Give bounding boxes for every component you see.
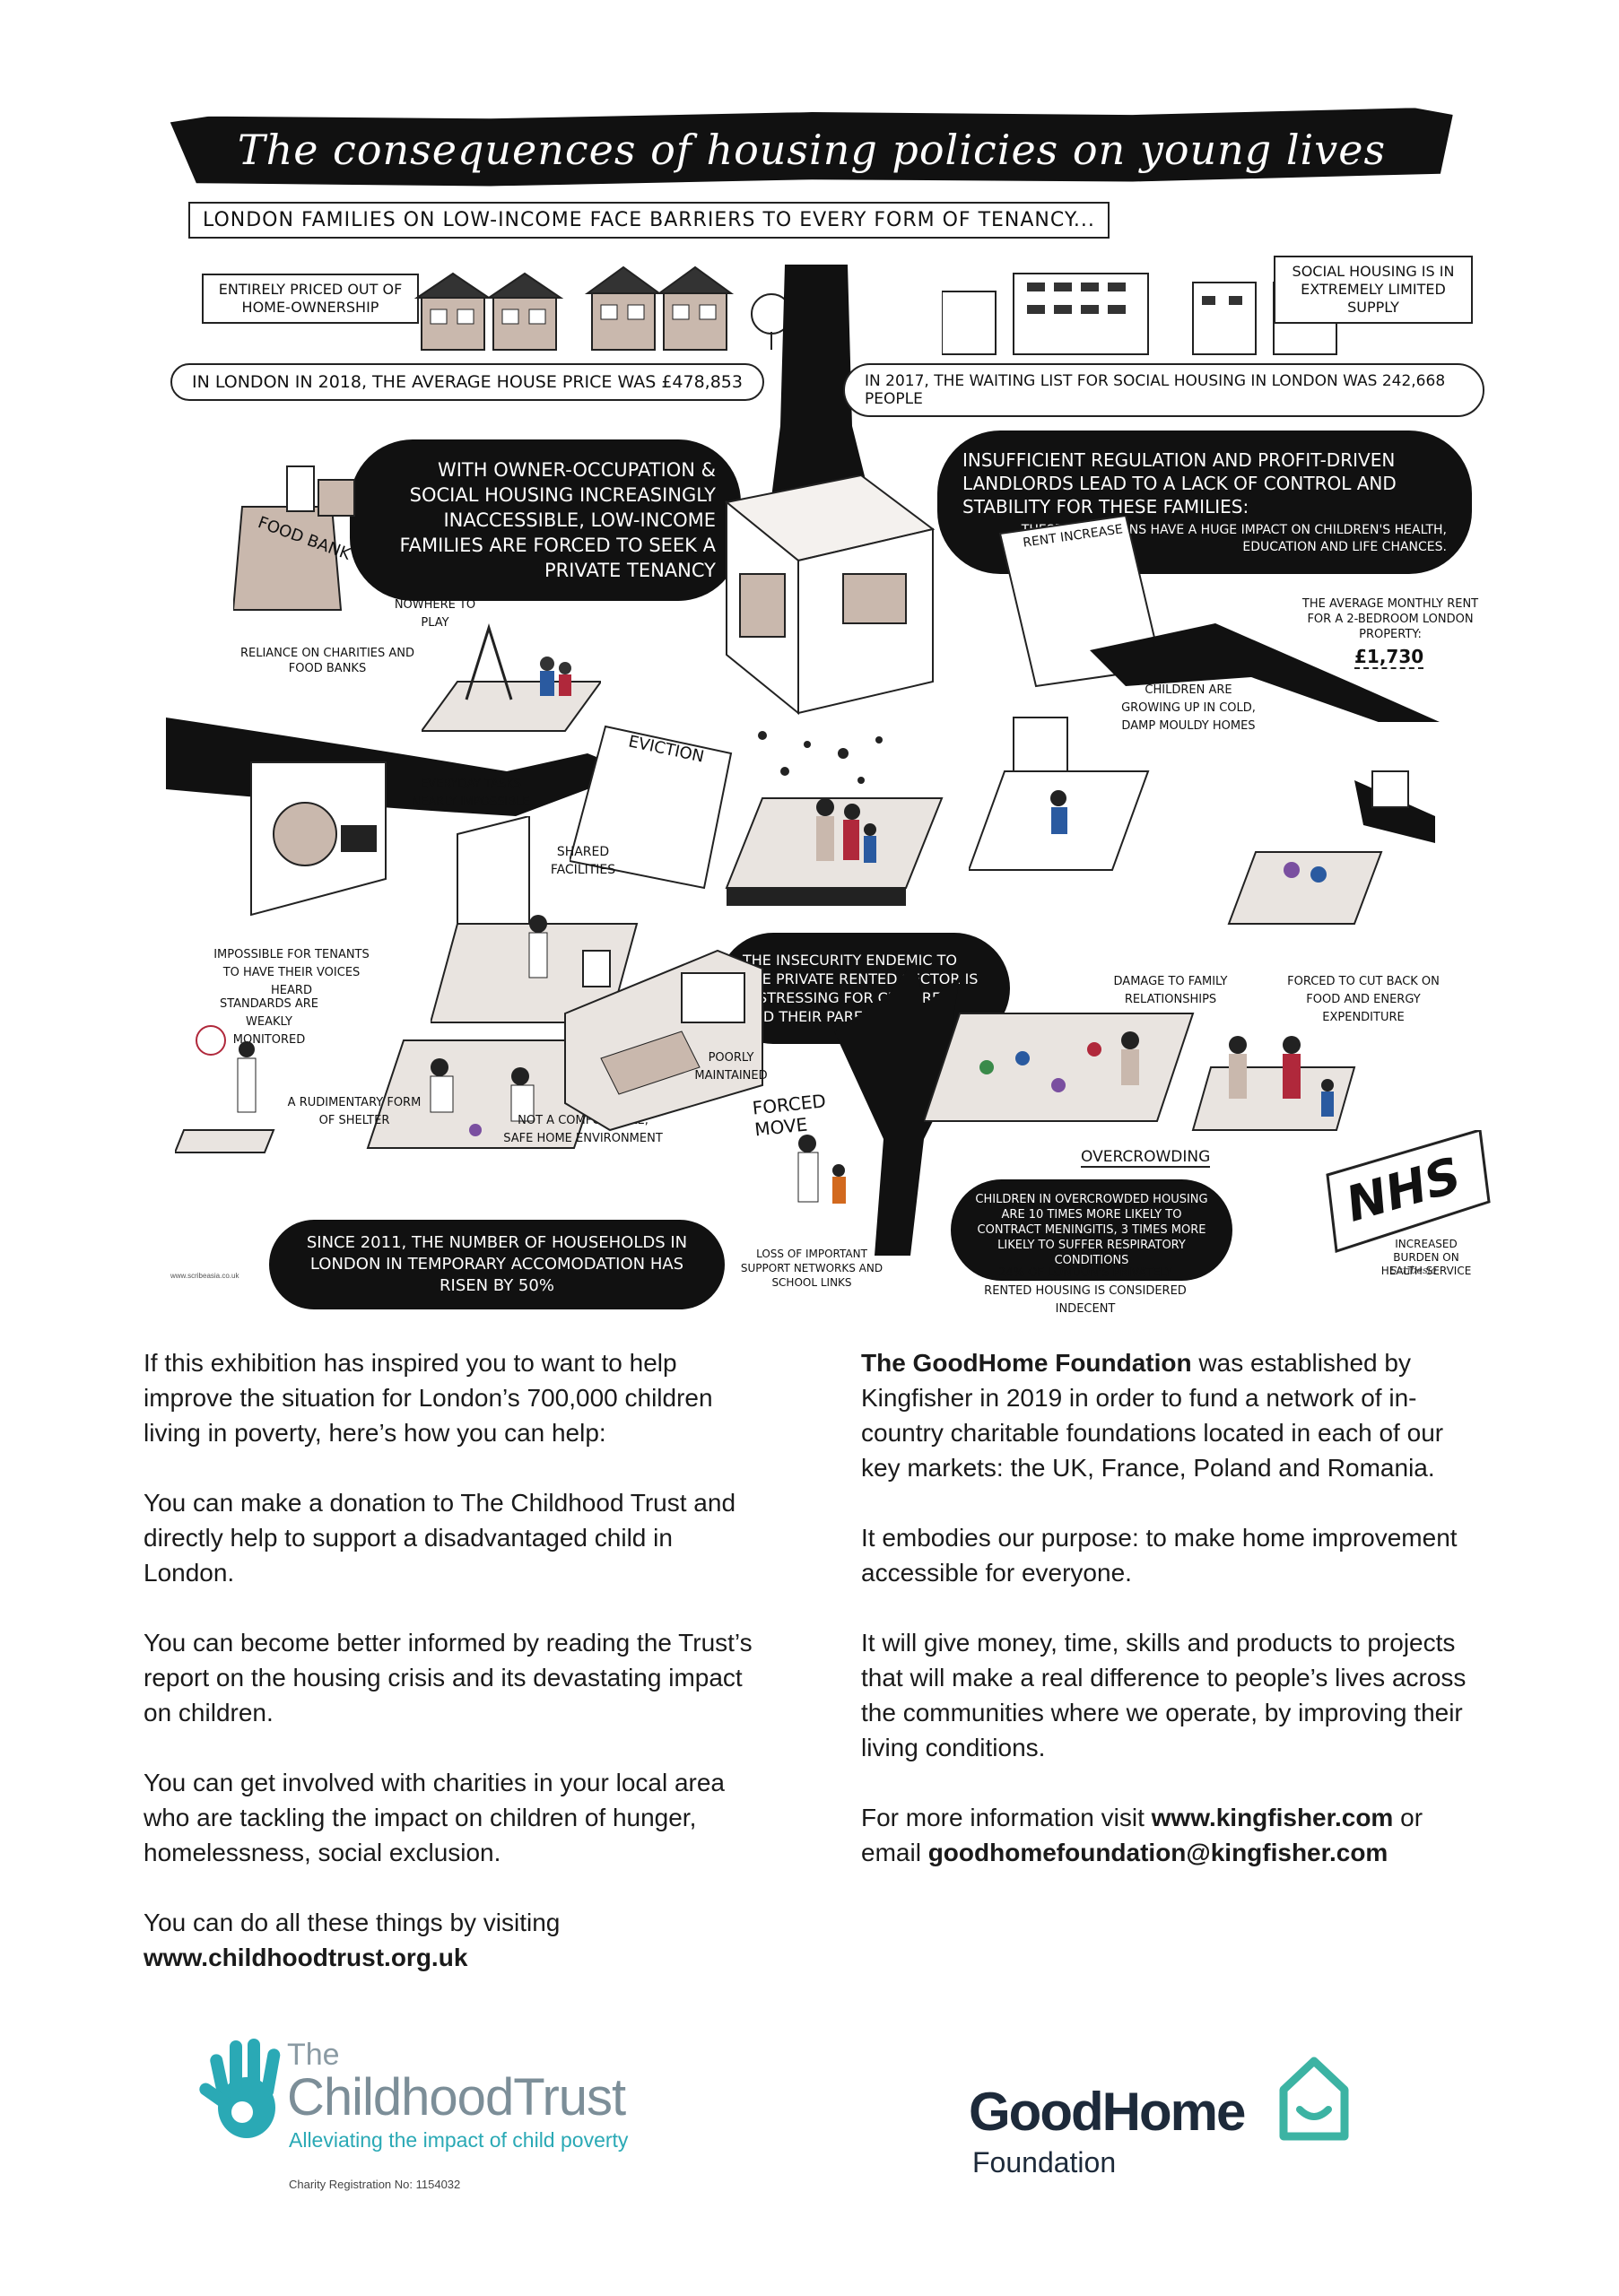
subtitle-box: London families on low-income face barri…	[188, 202, 1110, 239]
childhood-trust-url[interactable]: www.childhoodtrust.org.uk	[144, 1944, 468, 1971]
charity-registration: Charity Registration No: 1154032	[289, 2178, 461, 2191]
poorly-maintained-room	[564, 949, 763, 1132]
right-text-column: The GoodHome Foundation was established …	[861, 1345, 1471, 1870]
right-paragraph-4-email-pre: email	[861, 1839, 928, 1866]
shelter-scene	[366, 1039, 612, 1149]
overcrowding-label: Overcrowding	[1081, 1148, 1211, 1168]
right-paragraph-3: It will give money, time, skills and pro…	[861, 1629, 1467, 1761]
illustrator-signature: Scribesia	[1390, 1265, 1437, 1276]
shared-facilities-scene	[431, 816, 639, 1023]
forced-cut-label: Forced to cut back on food and energy ex…	[1287, 975, 1440, 1024]
left-paragraph-4: You can get involved with charities in y…	[144, 1769, 726, 1866]
average-rent-value: £1,730	[1354, 646, 1424, 669]
overcrowding-stats-cloud: Children in overcrowded housing are 10 t…	[951, 1179, 1232, 1281]
waiting-list-stat: In 2017, the waiting list for social hou…	[843, 363, 1484, 417]
goodhome-name: GoodHome	[969, 2082, 1246, 2142]
hand-print-icon	[199, 2039, 281, 2138]
average-rent-label: The average monthly rent for a 2-bedroom…	[1301, 597, 1479, 641]
kingfisher-url[interactable]: www.kingfisher.com	[1151, 1804, 1394, 1831]
right-paragraph-4-or: or	[1393, 1804, 1423, 1831]
temp-accommodation-cloud: Since 2011, the number of households in …	[269, 1220, 725, 1309]
childhood-trust-the: The	[287, 2038, 340, 2072]
cold-damp-scene	[969, 717, 1435, 925]
left-paragraph-1: If this exhibition has inspired you to w…	[144, 1349, 713, 1447]
houses-drawing	[413, 265, 792, 351]
inspector-figure	[175, 1025, 275, 1153]
regulation-text: Insufficient regulation and profit-drive…	[962, 449, 1397, 517]
left-paragraph-5: You can do all these things by visiting	[144, 1909, 561, 1936]
goodhome-foundation-sub: Foundation	[972, 2146, 1117, 2179]
everyday-tasks-label: Everyday tasks nearly impossible	[412, 778, 530, 809]
social-housing-supply-label: Social housing is in extremely limited s…	[1274, 256, 1473, 324]
eviction-paper	[570, 725, 733, 890]
overcrowding-scene	[924, 1013, 1195, 1122]
left-paragraph-3: You can become better informed by readin…	[144, 1629, 753, 1726]
rent-increase-paper	[998, 516, 1440, 722]
house-price-stat: In London in 2018, the average house pri…	[170, 363, 764, 401]
housing-illustration: The consequences of housing policies on …	[135, 99, 1491, 1316]
goodhome-foundation-name: The GoodHome Foundation	[861, 1349, 1192, 1377]
computer-scene	[250, 761, 387, 917]
nhs-burden-label: Increased burden on health service	[1380, 1238, 1472, 1277]
right-paragraph-1: was established by Kingfisher in 2019 in…	[861, 1349, 1444, 1482]
goodhome-logo: GoodHome Foundation	[969, 2054, 1363, 2197]
childhood-trust-tagline: Alleviating the impact of child poverty	[289, 2128, 629, 2152]
crushed-house	[724, 475, 936, 784]
grabbing-hand-bottom	[834, 960, 987, 1256]
family-platform	[725, 797, 944, 906]
food-bank-bag	[233, 465, 355, 611]
voices-label: Impossible for tenants to have their voi…	[213, 948, 370, 997]
nhs-sign	[1326, 1130, 1491, 1253]
cold-damp-label: Children are growing up in cold, damp mo…	[1121, 683, 1256, 733]
indecent-label: 24% of London's privately rented housing…	[984, 1266, 1187, 1316]
damage-relationships-label: Damage to family relationships	[1113, 975, 1228, 1006]
shared-facilities-label: Shared facilities	[550, 845, 616, 877]
illustration-title: The consequences of housing policies on …	[237, 126, 1387, 174]
goodhome-email[interactable]: goodhomefoundation@kingfisher.com	[927, 1839, 1388, 1866]
priced-out-label: Entirely priced out of home-ownership	[202, 274, 419, 324]
nowhere-to-play-label: Nowhere to play	[394, 598, 476, 630]
owner-occupation-cloud: With owner-occupation & social housing i…	[350, 439, 741, 601]
left-paragraph-2: You can make a donation to The Childhood…	[144, 1489, 736, 1587]
right-paragraph-4-pre: For more information visit	[861, 1804, 1152, 1831]
left-text-column: If this exhibition has inspired you to w…	[144, 1345, 753, 1975]
charities-label: Reliance on charities and food banks	[239, 647, 415, 675]
poorly-maintained-label: Poorly maintained	[694, 1051, 768, 1083]
loss-networks-label: Loss of important support networks and s…	[740, 1248, 883, 1289]
childhood-trust-name: ChildhoodTrust	[287, 2068, 626, 2126]
childhood-trust-logo: The ChildhoodTrust Alleviating the impac…	[197, 2036, 736, 2197]
illustrator-credit: www.scribeasia.co.uk	[170, 1272, 239, 1280]
house-smile-icon	[1279, 2057, 1349, 2141]
moving-family	[797, 1135, 846, 1204]
right-paragraph-2: It embodies our purpose: to make home im…	[861, 1524, 1458, 1587]
playground-scene	[422, 622, 601, 732]
rudimentary-label: A rudimentary form of shelter	[287, 1096, 422, 1127]
family-argument-scene	[1191, 1036, 1356, 1131]
